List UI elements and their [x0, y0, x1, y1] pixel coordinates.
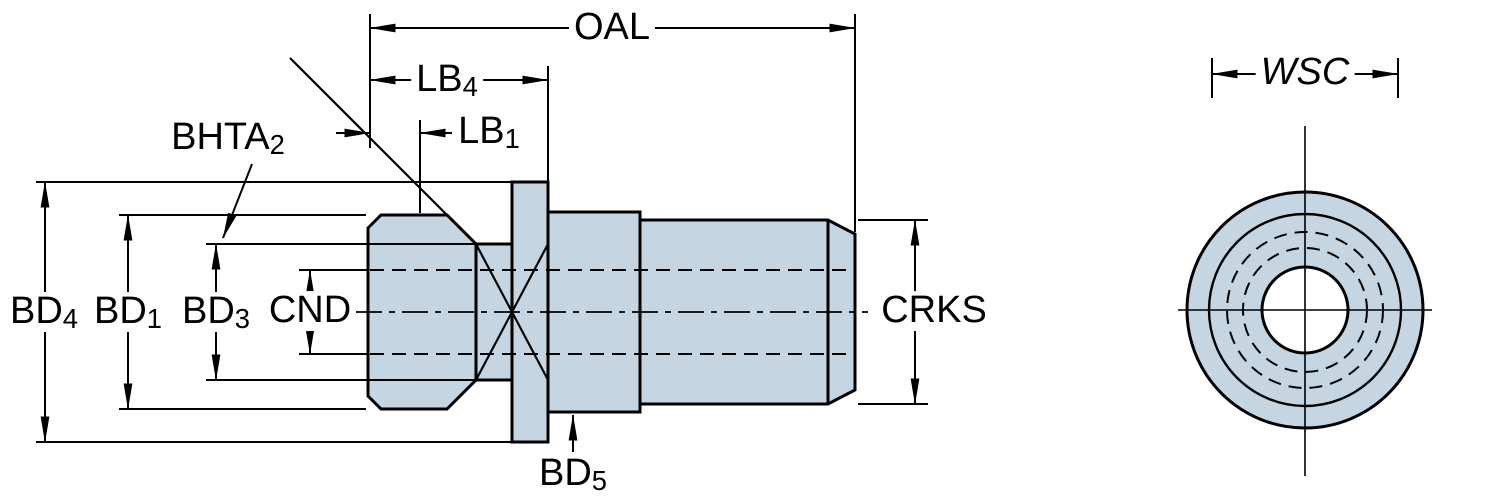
- label-bd1-sub: 1: [146, 303, 163, 335]
- cross-section-marks: [475, 243, 549, 381]
- label-cnd-text: CND: [268, 289, 352, 332]
- label-lb4-sub: 4: [462, 71, 478, 103]
- label-lb1: LB1: [453, 110, 525, 155]
- label-lb1-text: LB: [458, 110, 505, 153]
- end-view: [1178, 58, 1432, 476]
- label-bhta2-sub: 2: [269, 129, 285, 161]
- label-bd5-text: BD: [538, 452, 592, 495]
- label-bd1-text: BD: [93, 290, 147, 333]
- label-wsc: WSC: [1255, 51, 1355, 94]
- label-bd1: BD1: [88, 290, 168, 335]
- label-lb4-text: LB: [416, 58, 463, 101]
- leader-bhta2: [222, 163, 253, 239]
- label-oal: OAL: [568, 6, 656, 49]
- label-bd4-sub: 4: [62, 303, 79, 335]
- label-crks-text: CRKS: [881, 289, 987, 332]
- label-bhta2-text: BHTA: [171, 116, 270, 159]
- label-bd5-sub: 5: [591, 465, 608, 497]
- label-bd3: BD3: [176, 290, 256, 335]
- label-bd5: BD5: [533, 452, 613, 497]
- label-bhta2: BHTA2: [166, 116, 290, 161]
- label-wsc-text: WSC: [1260, 51, 1350, 94]
- label-bd3-sub: 3: [234, 303, 251, 335]
- hidden-lines: [356, 269, 868, 355]
- label-lb1-sub: 1: [504, 123, 520, 155]
- label-cnd: CND: [263, 289, 357, 332]
- label-bd4: BD4: [4, 290, 84, 335]
- dim-lb1: [336, 120, 452, 213]
- label-crks: CRKS: [876, 289, 992, 332]
- label-lb4: LB4: [411, 58, 483, 103]
- label-bd4-text: BD: [9, 290, 63, 333]
- label-oal-text: OAL: [573, 6, 651, 49]
- label-bd3-text: BD: [181, 290, 235, 333]
- chamfer-angle-line: [289, 57, 477, 245]
- cross-mark-line-2: [475, 243, 549, 381]
